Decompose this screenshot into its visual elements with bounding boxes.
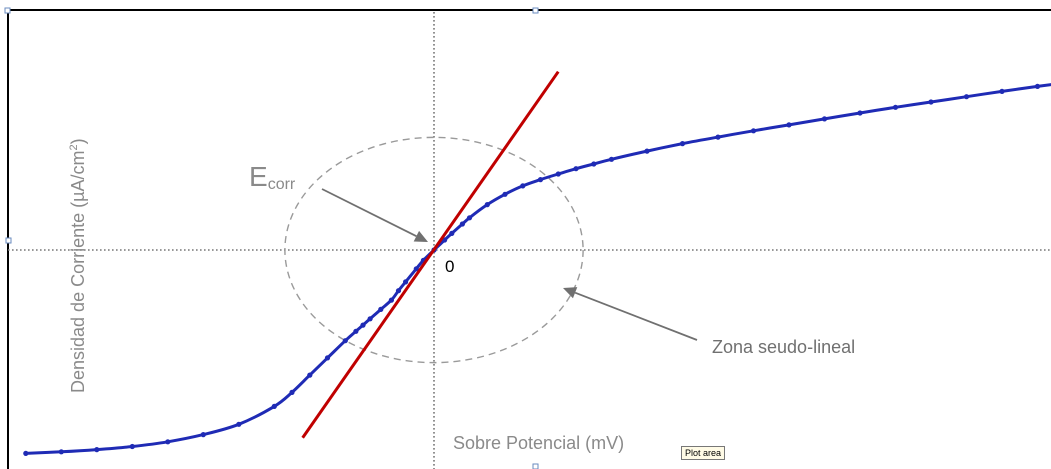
y-axis-label-sup: 2 (68, 144, 80, 150)
data-point-11 (342, 338, 348, 344)
selection-handle-left[interactable] (5, 237, 12, 244)
data-point-25 (466, 215, 473, 221)
data-point-37 (750, 128, 757, 134)
data-point-27 (502, 191, 508, 197)
ecorr-label-sub: corr (268, 176, 296, 193)
selection-handle-topleft[interactable] (4, 7, 11, 14)
data-point-30 (555, 171, 561, 177)
ecorr-arrow (321, 188, 428, 242)
data-point-16 (388, 297, 394, 303)
selection-handle-bottom[interactable] (532, 463, 539, 469)
data-point-28 (520, 183, 526, 189)
data-point-32 (591, 161, 597, 167)
data-point-43 (963, 94, 970, 100)
ecorr-label: Ecorr (249, 161, 296, 193)
data-point-35 (679, 141, 686, 147)
data-point-39 (821, 116, 828, 122)
data-point-5 (200, 432, 206, 438)
zone-arrow (563, 287, 698, 341)
data-point-42 (928, 99, 934, 105)
data-point-3 (129, 443, 135, 450)
data-point-1 (58, 449, 64, 455)
data-point-36 (715, 134, 721, 140)
data-point-44 (999, 88, 1005, 94)
selection-handle-top[interactable] (532, 7, 539, 14)
y-axis-label-main: Densidad de Corriente (µA/cm (68, 151, 88, 393)
data-point-14 (367, 316, 373, 322)
pseudo-linear-zone-circle (284, 136, 584, 364)
ecorr-label-main: E (249, 161, 268, 192)
data-point-6 (236, 421, 242, 427)
data-point-17 (395, 288, 402, 294)
y-axis-label-tail: ) (68, 138, 88, 144)
data-point-18 (403, 279, 409, 285)
data-point-41 (892, 104, 899, 110)
data-point-24 (459, 221, 465, 227)
data-point-19 (413, 266, 419, 272)
data-point-31 (573, 166, 579, 172)
data-point-15 (378, 306, 384, 312)
data-point-13 (360, 322, 366, 328)
y-axis-label: Densidad de Corriente (µA/cm2) (68, 138, 88, 393)
data-point-38 (786, 122, 792, 128)
data-point-34 (644, 148, 650, 154)
data-point-12 (353, 328, 359, 334)
zone-label: Zona seudo-lineal (712, 337, 855, 357)
x-axis-label: Sobre Potencial (mV) (453, 433, 624, 453)
tangent-line (301, 70, 560, 439)
origin-label: 0 (445, 257, 454, 276)
data-point-7 (271, 403, 277, 409)
data-point-33 (608, 156, 615, 162)
data-point-4 (165, 439, 171, 445)
data-point-26 (484, 202, 490, 208)
data-point-9 (307, 372, 313, 378)
data-point-8 (289, 389, 295, 395)
data-point-0 (23, 450, 29, 456)
data-point-45 (1034, 83, 1041, 89)
data-point-29 (537, 177, 544, 183)
data-point-2 (94, 447, 100, 453)
data-point-10 (324, 355, 331, 361)
plot-area-tooltip: Plot area (681, 446, 726, 460)
polarization-curve-markers (23, 83, 1041, 456)
data-point-40 (857, 110, 863, 116)
data-point-23 (449, 230, 455, 236)
